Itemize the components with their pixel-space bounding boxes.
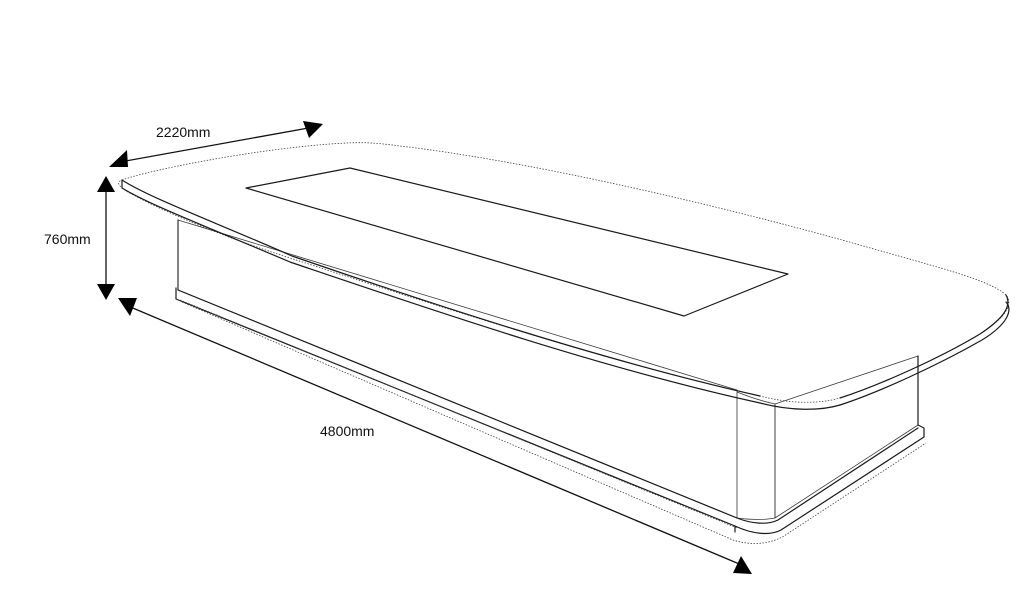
length-dimension: 4800mm — [118, 298, 752, 574]
plinth-front-top — [177, 289, 738, 519]
width-label: 2220mm — [156, 124, 210, 140]
plinth-bottom — [181, 301, 927, 544]
tabletop-right-edge-inner — [839, 294, 1009, 399]
width-dimension-line — [119, 126, 315, 163]
length-arrow-left — [118, 298, 137, 316]
length-label: 4800mm — [320, 423, 374, 439]
width-dimension: 2220mm — [109, 121, 323, 167]
base-corner-face — [736, 391, 776, 520]
tabletop-front-edge-inner — [121, 179, 761, 397]
center-inset-panel — [245, 167, 789, 317]
height-arrow-bottom — [97, 284, 115, 300]
tabletop-right-edge — [839, 301, 1010, 406]
plinth-corner-top — [736, 427, 919, 524]
table-top — [118, 142, 1010, 410]
height-arrow-top — [97, 176, 115, 192]
tabletop-surface — [118, 142, 1010, 403]
height-label: 760mm — [44, 231, 91, 247]
width-arrow-right — [303, 121, 323, 138]
length-dimension-line — [127, 305, 745, 567]
plinth-front — [175, 287, 736, 533]
height-dimension: 760mm — [44, 176, 115, 300]
tabletop-front-edge — [121, 187, 841, 410]
plinth-corner — [734, 424, 925, 535]
width-arrow-left — [109, 150, 128, 167]
length-arrow-right — [733, 556, 752, 574]
plinth-front-dotted — [179, 299, 738, 529]
table-base — [175, 219, 927, 544]
base-right-face — [774, 355, 919, 519]
